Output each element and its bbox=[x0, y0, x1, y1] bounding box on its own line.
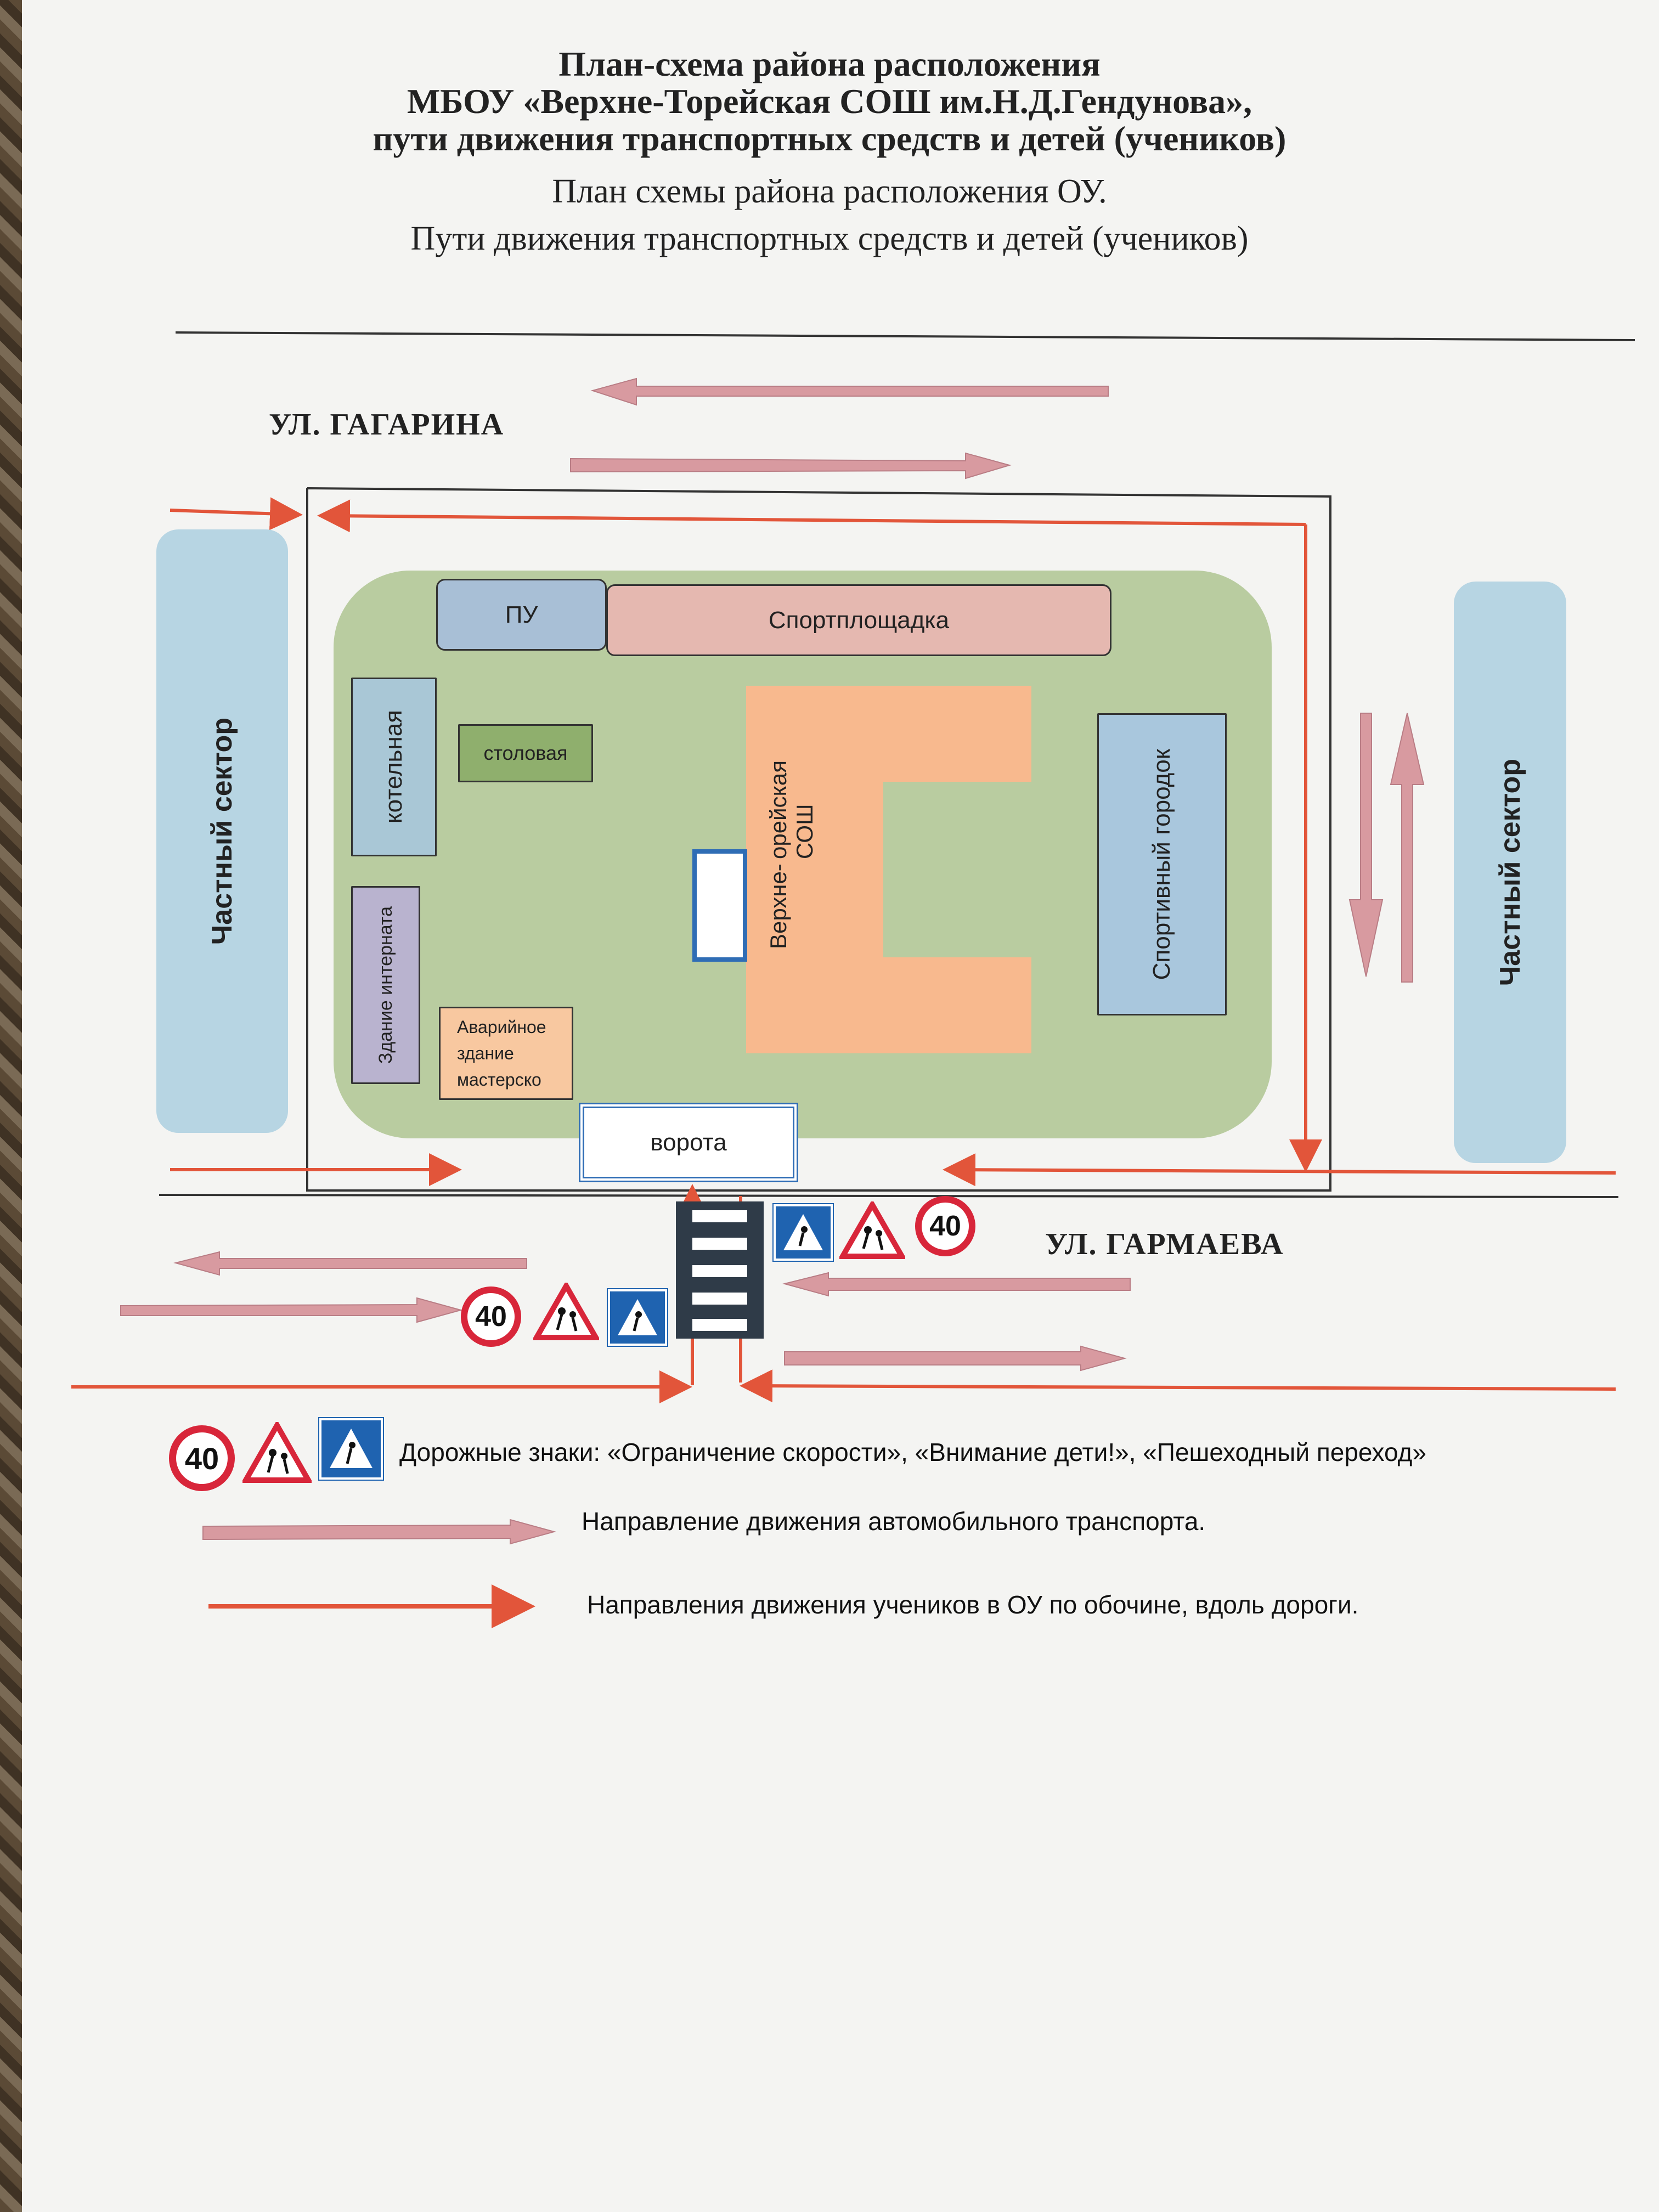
student-route-road-right bbox=[740, 1369, 1616, 1403]
student-route-top-left bbox=[170, 497, 303, 531]
gate: ворота bbox=[579, 1103, 798, 1182]
legend-traffic-text: Направление движения автомобильного тран… bbox=[582, 1507, 1206, 1536]
title-line-5: Пути движения транспортных средств и дет… bbox=[410, 220, 1249, 257]
legend-traffic-arrow bbox=[202, 1519, 556, 1545]
title-line-3: пути движения транспортных средств и дет… bbox=[373, 119, 1286, 158]
speed-limit-40-icon: 40 bbox=[915, 1196, 975, 1256]
gate-label: ворота bbox=[650, 1128, 727, 1156]
private-sector-right: Частный сектор bbox=[1454, 582, 1566, 1163]
private-sector-left: Частный сектор bbox=[156, 529, 288, 1133]
school-building-middle bbox=[746, 779, 883, 960]
legend-signs-text: Дорожные знаки: «Ограничение скорости», … bbox=[399, 1438, 1426, 1466]
title-line-1: План-схема района расположения bbox=[558, 44, 1101, 83]
site-boundary bbox=[306, 487, 1331, 1192]
boarding-house: Здание интерната bbox=[351, 886, 420, 1084]
school-building-bottom bbox=[746, 957, 1031, 1053]
pedestrian-crossing-icon bbox=[774, 1204, 833, 1261]
private-sector-right-label: Частный сектор bbox=[1494, 758, 1526, 986]
student-route-bottom-right bbox=[943, 1153, 1616, 1187]
school-label-line2: орейская СОШ bbox=[765, 760, 817, 860]
speed-limit-40-icon: 40 bbox=[169, 1425, 235, 1491]
traffic-arrow-gagarina-left bbox=[590, 377, 1109, 406]
pu-building: ПУ bbox=[436, 579, 607, 651]
canteen: столовая bbox=[458, 724, 593, 782]
boarding-label: Здание интерната bbox=[375, 906, 396, 1064]
sport-town: Спортивный городок bbox=[1097, 713, 1227, 1015]
traffic-arrow-gagarina-right bbox=[570, 452, 1012, 479]
student-route-top bbox=[317, 499, 1306, 533]
speed-limit-40-icon: 40 bbox=[461, 1286, 521, 1347]
speed-limit-value: 40 bbox=[929, 1210, 961, 1242]
zebra-crossing-icon bbox=[676, 1201, 764, 1339]
workshop: Аварийное здание мастерско bbox=[439, 1007, 573, 1100]
traffic-arrow-garmaeva-left-1 bbox=[173, 1251, 527, 1276]
legend-students-text: Направления движения учеников в ОУ по об… bbox=[587, 1590, 1359, 1619]
title-line-4: План схемы района расположения ОУ. bbox=[552, 173, 1107, 210]
traffic-arrow-right-down bbox=[1348, 713, 1384, 977]
pedestrian-crossing-icon bbox=[608, 1289, 667, 1346]
children-warning-icon bbox=[241, 1419, 313, 1483]
pedestrian-crossing-icon bbox=[319, 1418, 383, 1480]
school-label-line1: Верхне- bbox=[765, 864, 791, 949]
street-gagarina: УЛ. ГАГАРИНА bbox=[269, 408, 505, 442]
traffic-arrow-right-up bbox=[1390, 713, 1425, 983]
canteen-label: столовая bbox=[483, 742, 568, 764]
boiler-house: котельная bbox=[351, 678, 437, 856]
traffic-arrow-garmaeva-right-2 bbox=[784, 1345, 1127, 1372]
children-warning-icon bbox=[532, 1280, 601, 1340]
speed-limit-value: 40 bbox=[184, 1441, 219, 1476]
sport-ground: Спортплощадка bbox=[606, 584, 1111, 656]
workshop-label: Аварийное здание мастерско bbox=[457, 1017, 546, 1090]
children-warning-icon bbox=[838, 1199, 907, 1259]
traffic-arrow-garmaeva-right-1 bbox=[120, 1297, 463, 1323]
street-border-top bbox=[175, 331, 1635, 341]
school-building-top bbox=[746, 686, 1031, 782]
sport-town-label: Спортивный городок bbox=[1148, 748, 1175, 980]
boiler-label: котельная bbox=[380, 710, 407, 824]
sport-ground-label: Спортплощадка bbox=[768, 606, 950, 634]
speed-limit-value: 40 bbox=[475, 1301, 507, 1333]
street-border-bottom bbox=[159, 1194, 1619, 1198]
title-line-2: МБОУ «Верхне-Торейская СОШ им.Н.Д.Гендун… bbox=[407, 82, 1252, 121]
pu-label: ПУ bbox=[505, 601, 538, 628]
street-garmaeva: УЛ. ГАРМАЕВА bbox=[1045, 1227, 1284, 1261]
school-entrance bbox=[692, 849, 747, 962]
private-sector-left-label: Частный сектор bbox=[206, 717, 238, 945]
traffic-arrow-garmaeva-left-2 bbox=[782, 1272, 1131, 1297]
school-label: Верхне- орейская СОШ bbox=[765, 760, 818, 949]
